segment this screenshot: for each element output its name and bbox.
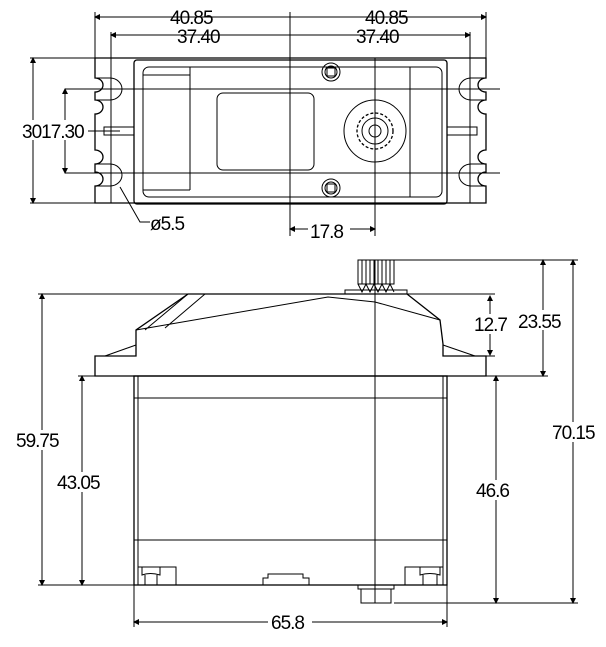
side-body	[133, 375, 448, 586]
dim-body-to-gear: 46.6	[476, 481, 509, 502]
dim-hole-diameter: ø5.5	[150, 214, 184, 235]
dim-holes-left: 37.40	[177, 27, 220, 48]
dim-holes-right: 37.40	[356, 27, 399, 48]
top-cover	[142, 66, 443, 198]
dim-overall-right: 40.85	[365, 8, 408, 29]
slot-left-bottom	[95, 163, 123, 187]
foot-right	[404, 566, 444, 586]
dim-case-height: 59.75	[16, 431, 59, 452]
dim-overall-left: 40.85	[170, 8, 213, 29]
dim-flange-to-spline: 23.55	[518, 312, 561, 333]
label-window	[216, 92, 315, 171]
output-spline	[344, 259, 408, 295]
dim-body-height: 43.05	[57, 473, 100, 494]
screw-top	[321, 62, 341, 82]
dim-shaft-offset: 17.8	[310, 222, 343, 243]
tab-right	[446, 126, 478, 136]
foot-left	[137, 566, 177, 586]
top-view: 40.85 40.85 37.40 37.40 3017.30 ø5.5 17.…	[22, 8, 500, 243]
dim-height-hole-spacing: 3017.30	[22, 122, 84, 143]
cover-detail	[143, 67, 411, 197]
slot-right-bottom	[458, 163, 486, 187]
dim-cap-height: 12.7	[474, 315, 507, 336]
dim-body-width: 65.8	[271, 613, 304, 634]
dim-total-height: 70.15	[552, 423, 595, 444]
top-cap	[94, 293, 487, 377]
wire-exit	[262, 573, 310, 585]
screw-bottom	[321, 178, 341, 198]
top-flange	[94, 57, 487, 204]
side-view: 59.75 43.05 46.6 70.15 23.55 12.7 65.8	[14, 259, 604, 634]
